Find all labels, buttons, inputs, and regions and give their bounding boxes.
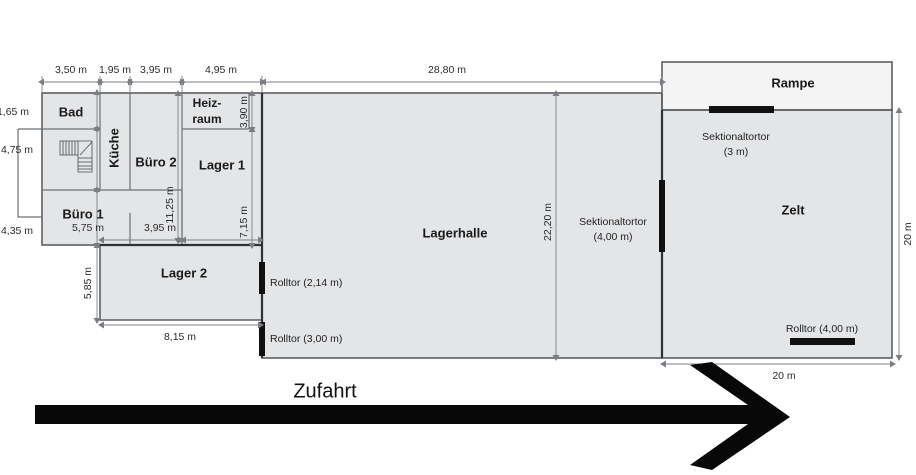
label-lager1: Lager 1 — [199, 157, 245, 172]
room-labels: Bad Küche Büro 2 Büro 1 Heiz- raum Lager… — [59, 75, 815, 280]
door-rolltor-300 — [259, 322, 265, 356]
dimensions-left: 1,65 m 4,75 m 4,35 m 5,85 m — [0, 89, 101, 324]
dim-1-95: 1,95 m — [99, 64, 131, 76]
dim-3-50: 3,50 m — [55, 64, 87, 76]
label-heizraum-line1: Heiz- — [193, 96, 222, 110]
zufahrt-arrow — [35, 362, 790, 470]
fill-left-notch — [18, 129, 43, 217]
dim-20m-vertical: 20 m — [902, 222, 914, 246]
dim-22-20: 22,20 m — [542, 203, 554, 241]
dim-28-80: 28,80 m — [428, 64, 466, 76]
dim-3-90: 3,90 m — [238, 96, 250, 128]
dim-1-65: 1,65 m — [0, 106, 29, 118]
dim-3-95-bottom: 3,95 m — [144, 222, 176, 234]
door-sektionaltortor-300 — [709, 106, 774, 113]
dim-5-75: 5,75 m — [72, 222, 104, 234]
dimensions-inner: 5,75 m 3,95 m 8,15 m 11,25 m 3,90 m 7,15… — [72, 90, 560, 361]
fill-rampe — [662, 62, 892, 110]
dim-4-95: 4,95 m — [205, 64, 237, 76]
fill-lagerhalle — [262, 93, 662, 358]
label-zufahrt: Zufahrt — [293, 380, 357, 402]
wall-left-notch — [17, 128, 42, 218]
label-sektionaltortor-400-line2: (4,00 m) — [593, 231, 632, 243]
label-buero2: Büro 2 — [135, 154, 176, 169]
dim-11-25: 11,25 m — [164, 186, 176, 223]
label-kueche: Küche — [106, 128, 121, 168]
dim-4-75: 4,75 m — [1, 144, 33, 156]
room-fills — [18, 62, 892, 358]
label-bad: Bad — [59, 104, 84, 119]
label-heizraum-line2: raum — [192, 112, 221, 126]
door-sektionaltortor-400 — [659, 180, 665, 252]
door-rolltor-400 — [790, 338, 855, 345]
label-rolltor-400: Rolltor (4,00 m) — [786, 323, 858, 335]
label-sektionaltortor-400-line1: Sektionaltortor — [579, 216, 647, 228]
door-rolltor-214 — [259, 262, 265, 294]
label-buero1: Büro 1 — [62, 206, 103, 221]
label-sektionaltortor-300-line1: Sektionaltortor — [702, 131, 770, 143]
door-markers — [259, 106, 855, 356]
fill-zelt — [662, 110, 892, 358]
label-rolltor-214: Rolltor (2,14 m) — [270, 277, 342, 289]
fill-lager2 — [100, 245, 262, 320]
staircase-icon — [59, 140, 93, 173]
label-sektionaltortor-300-line2: (3 m) — [724, 146, 749, 158]
label-rampe: Rampe — [771, 75, 814, 90]
dim-7-15: 7,15 m — [238, 206, 250, 238]
label-lager2: Lager 2 — [161, 265, 207, 280]
label-zelt: Zelt — [781, 202, 805, 217]
dim-3-95-top: 3,95 m — [140, 64, 172, 76]
door-labels: Rolltor (2,14 m) Rolltor (3,00 m) Sektio… — [270, 131, 858, 345]
dim-4-35: 4,35 m — [1, 225, 33, 237]
label-lagerhalle: Lagerhalle — [422, 225, 487, 240]
dim-20m-horizontal: 20 m — [772, 370, 796, 382]
dimensions-top: 3,50 m 1,95 m 3,95 m 4,95 m 28,80 m — [38, 64, 666, 93]
dim-8-15: 8,15 m — [164, 331, 196, 343]
label-rolltor-300: Rolltor (3,00 m) — [270, 333, 342, 345]
dim-5-85: 5,85 m — [82, 267, 94, 299]
